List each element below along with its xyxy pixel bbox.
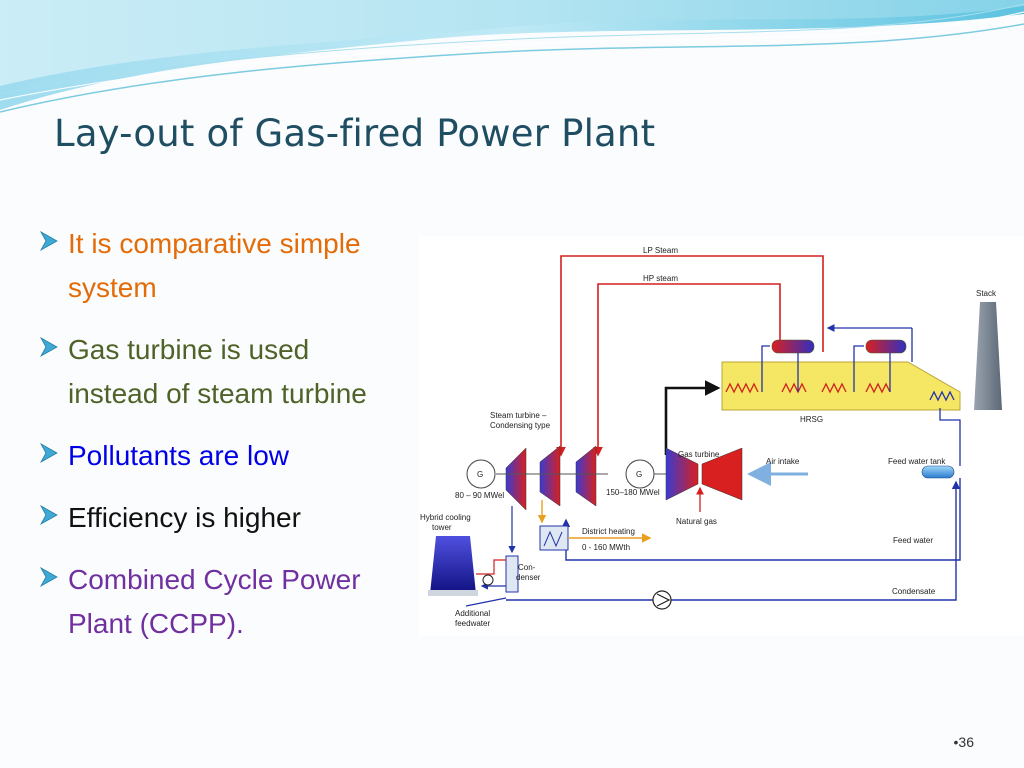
- lp-steam-line: [556, 255, 824, 457]
- district-heating-output: 0 - 160 MWth: [582, 543, 630, 552]
- slide-title: Lay-out of Gas-fired Power Plant: [54, 112, 656, 155]
- cooling-pump-icon: [482, 574, 494, 586]
- arrow-bullet-icon: [39, 230, 58, 252]
- additional-feedwater-label: feedwater: [455, 619, 490, 628]
- feed-water-label: Feed water: [893, 536, 933, 545]
- gas-turbine-label: Gas turbine: [678, 450, 720, 459]
- bullet-list: It is comparative simple system Gas turb…: [38, 222, 422, 664]
- gas-turbine-compressor: [665, 447, 699, 501]
- district-heating-coil: [543, 530, 563, 548]
- hybrid-cooling-tower: [430, 536, 476, 594]
- natural-gas-label: Natural gas: [676, 517, 717, 526]
- stack: [974, 302, 1002, 410]
- cooling-tower-base: [428, 590, 478, 596]
- bullet-text: Combined Cycle Power Plant (CCPP).: [68, 564, 361, 639]
- lp-steam-label: LP Steam: [643, 246, 678, 255]
- additional-feedwater-line: [465, 597, 507, 607]
- bullet-text: It is comparative simple system: [68, 228, 361, 303]
- pump-icon: [652, 590, 672, 610]
- hrsg-coil: [821, 382, 847, 394]
- hrsg-coil: [929, 390, 955, 402]
- hp-steam-label: HP steam: [643, 274, 678, 283]
- bullet-item: It is comparative simple system: [38, 222, 422, 310]
- feed-water-tank-label: Feed water tank: [888, 457, 946, 466]
- air-intake-label: Air intake: [766, 457, 800, 466]
- header-wave-decoration: [0, 0, 1024, 120]
- generator-1: [466, 459, 496, 489]
- bullet-item: Efficiency is higher: [38, 496, 422, 540]
- drum-circulation: [853, 345, 864, 392]
- generator-1-output: 80 – 90 MWel: [455, 491, 504, 500]
- arrow-bullet-icon: [39, 442, 58, 464]
- hrsg-label: HRSG: [800, 415, 823, 424]
- hybrid-cooling-label: Hybrid cooling: [420, 513, 471, 522]
- generator-2-output: 150–180 MWel: [606, 488, 660, 497]
- drum-circulation: [761, 345, 770, 392]
- stack-label: Stack: [976, 289, 997, 298]
- gas-turbine-expander: [701, 447, 743, 501]
- condenser-label: denser: [516, 573, 541, 582]
- district-heating-label: District heating: [582, 527, 635, 536]
- condensate-label: Condensate: [892, 587, 936, 596]
- steam-turbine-stage: [575, 445, 597, 507]
- cooling-water-line: [476, 559, 506, 575]
- exhaust-line: [664, 380, 721, 455]
- lp-steam-drum: [865, 339, 907, 354]
- hrsg-feed-line: [939, 408, 961, 466]
- hrsg-coil: [865, 382, 891, 394]
- power-plant-diagram: LP Steam HP steam HRSG Stack Steam turbi…: [418, 236, 1024, 636]
- feed-water-tank: [921, 465, 955, 479]
- bullet-text: Gas turbine is used instead of steam tur…: [68, 334, 367, 409]
- additional-feedwater-label: Additional: [455, 609, 490, 618]
- slide-number: •36: [953, 734, 974, 750]
- steam-turbine-stage: [539, 445, 561, 507]
- generator-1-symbol: G: [477, 470, 483, 479]
- hybrid-cooling-label: tower: [432, 523, 452, 532]
- condenser-label: Con-: [518, 563, 536, 572]
- hp-steam-line: [593, 283, 781, 457]
- hrsg-coil: [725, 382, 759, 394]
- bullet-item: Combined Cycle Power Plant (CCPP).: [38, 558, 422, 646]
- generator-2-symbol: G: [636, 470, 642, 479]
- hrsg-coil: [781, 382, 807, 394]
- arrow-bullet-icon: [39, 504, 58, 526]
- condenser: [505, 555, 519, 593]
- bullet-item: Pollutants are low: [38, 434, 422, 478]
- bullet-text: Pollutants are low: [68, 440, 290, 471]
- steam-turbine-stage: [505, 447, 527, 511]
- pump-icon-arrow: [656, 593, 671, 607]
- bullet-item: Gas turbine is used instead of steam tur…: [38, 328, 422, 416]
- hp-steam-drum: [771, 339, 815, 354]
- steam-turbine-label: Steam turbine –: [490, 411, 547, 420]
- district-heating-exchanger: [539, 525, 569, 551]
- arrow-bullet-icon: [39, 566, 58, 588]
- arrow-bullet-icon: [39, 336, 58, 358]
- steam-turbine-label: Condensing type: [490, 421, 551, 430]
- bullet-text: Efficiency is higher: [68, 502, 301, 533]
